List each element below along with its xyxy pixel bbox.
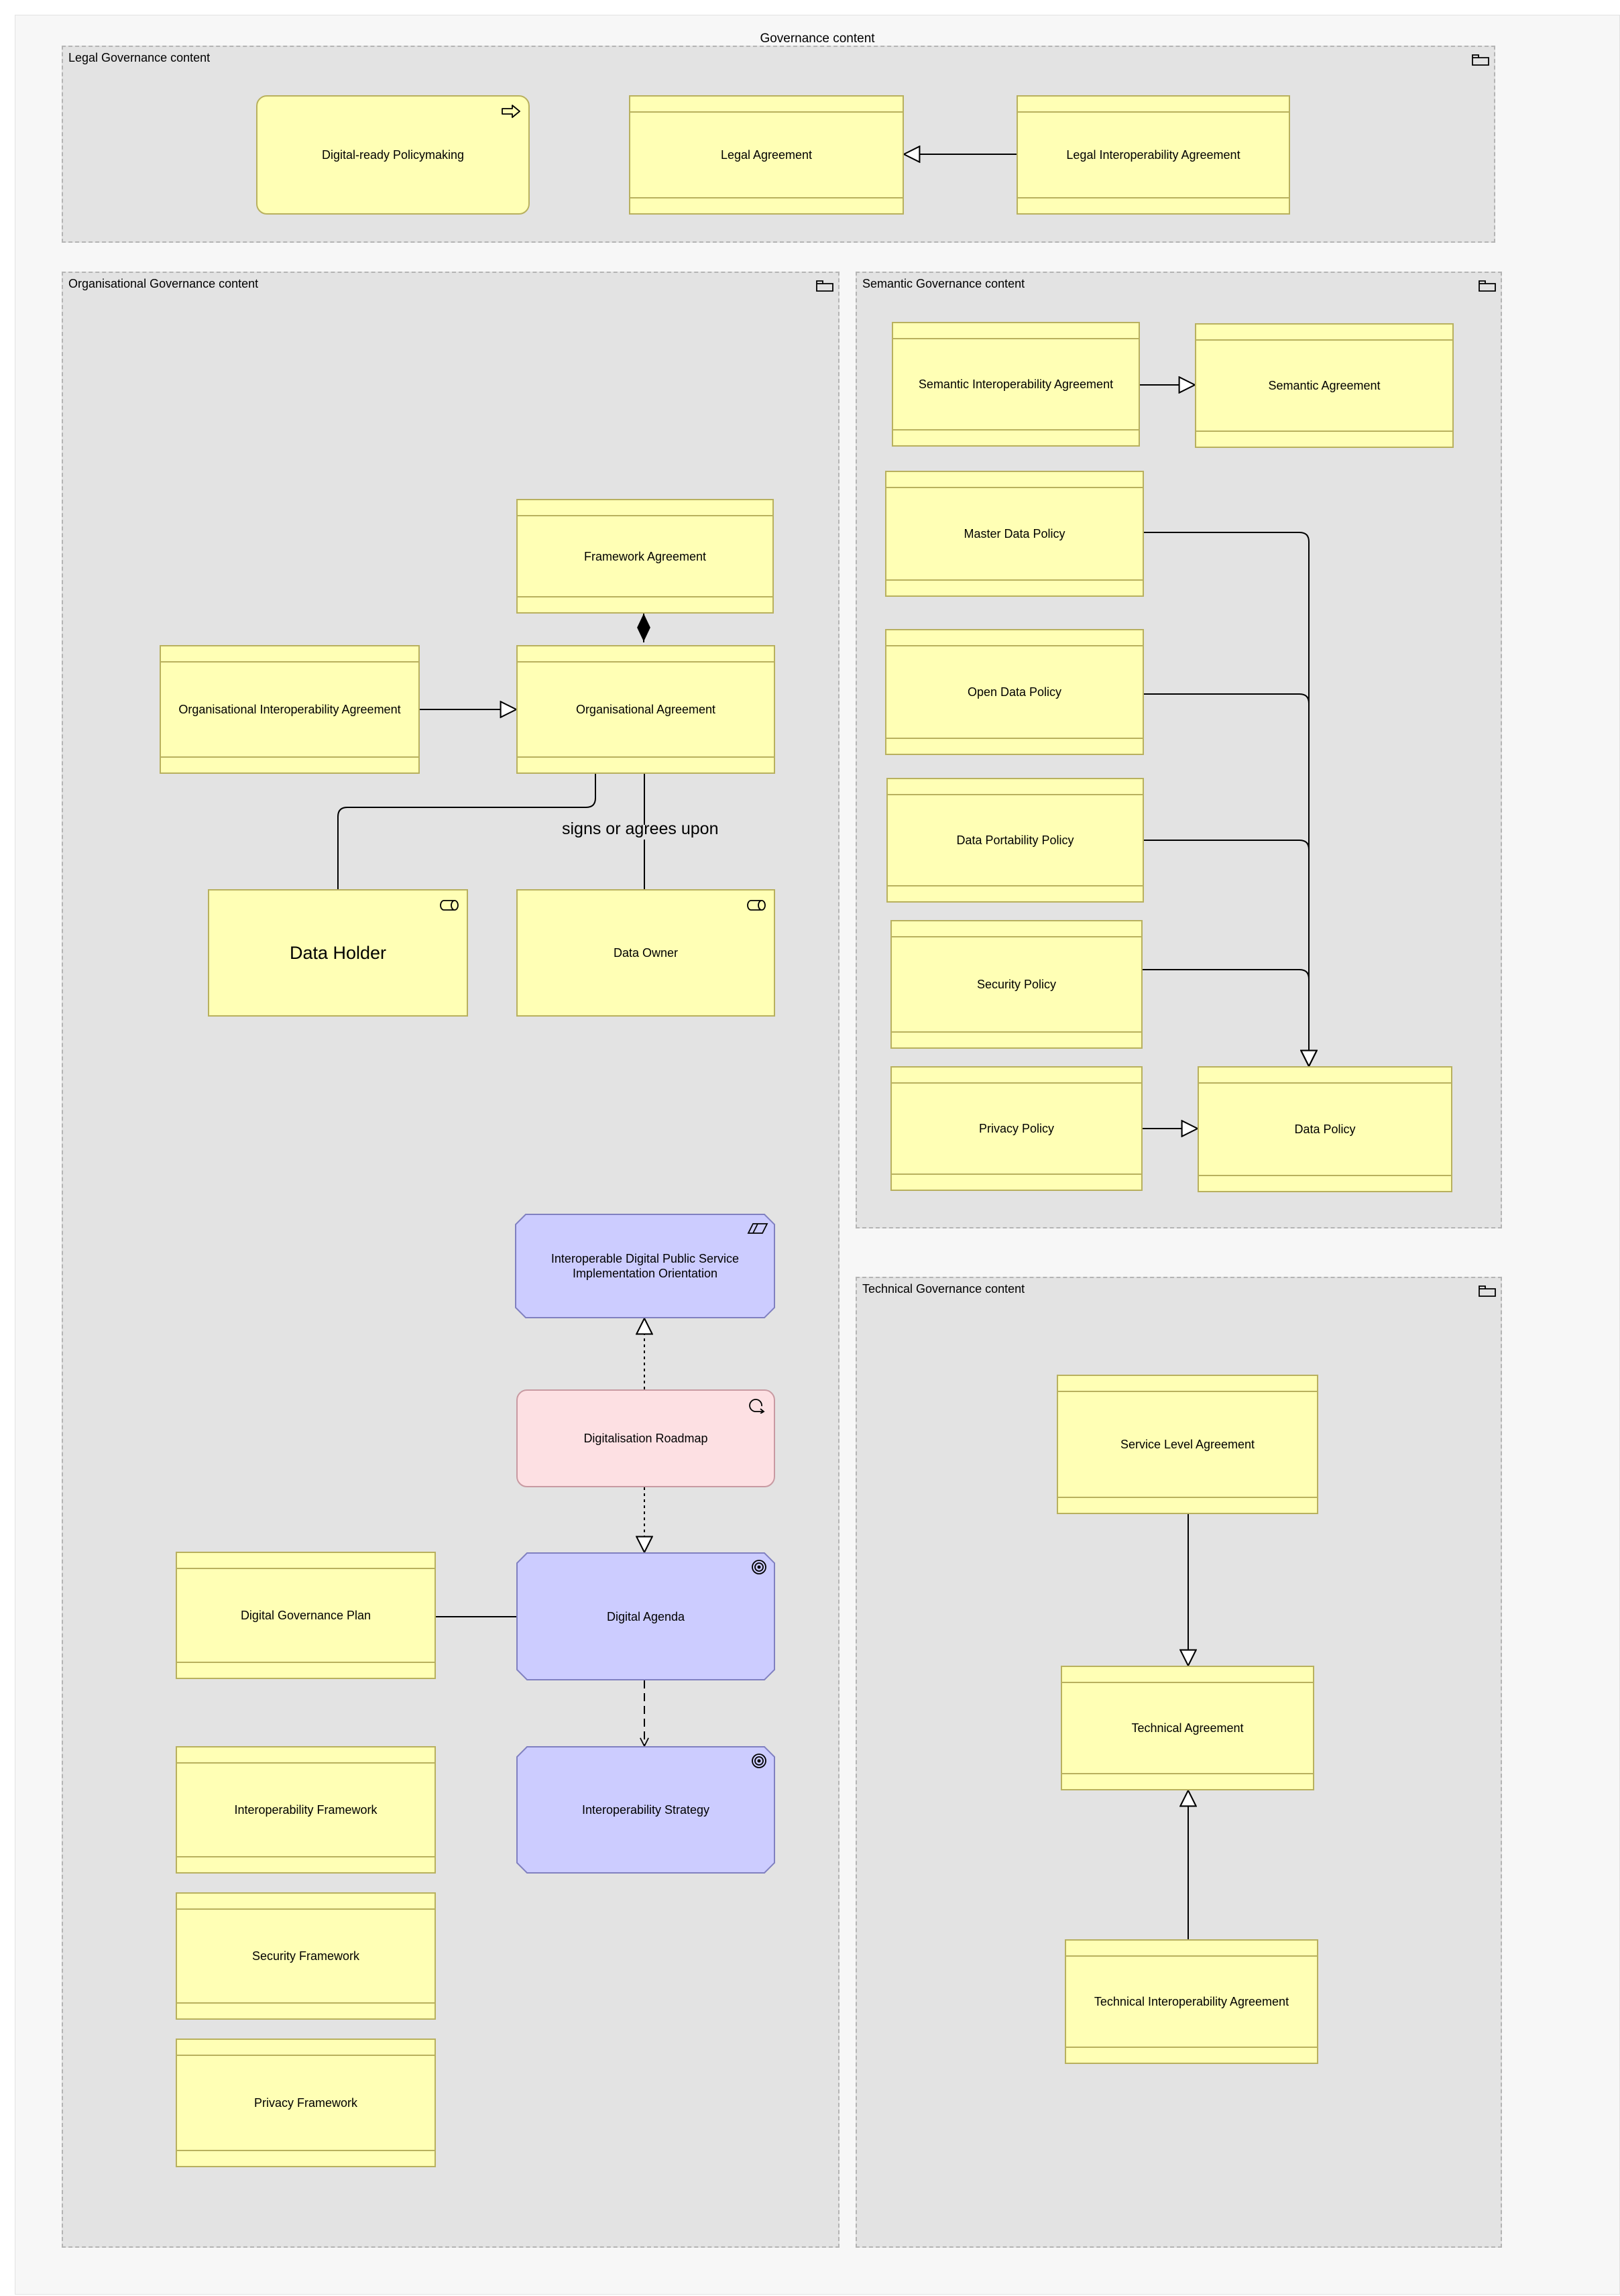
node-technical-interoperability-agreement[interactable]: Technical Interoperability Agreement xyxy=(1065,1939,1318,2064)
folder-icon xyxy=(1479,280,1496,292)
node-data-policy[interactable]: Data Policy xyxy=(1198,1066,1452,1192)
node-label: Interoperable Digital Public Service Imp… xyxy=(551,1252,740,1280)
parallelogram-icon xyxy=(747,1223,768,1234)
circular-arrow-icon xyxy=(749,1399,765,1414)
node-label: Technical Interoperability Agreement xyxy=(1094,1995,1289,2008)
node-digital-agenda[interactable]: Digital Agenda xyxy=(516,1552,775,1680)
cylinder-role-icon xyxy=(440,900,459,911)
node-legal-agreement[interactable]: Legal Agreement xyxy=(629,95,904,215)
node-label: Master Data Policy xyxy=(964,527,1065,540)
node-open-data-policy[interactable]: Open Data Policy xyxy=(885,629,1144,755)
node-semantic-agreement[interactable]: Semantic Agreement xyxy=(1195,323,1454,448)
folder-icon xyxy=(1472,54,1489,66)
node-label: Privacy Framework xyxy=(253,2096,358,2110)
node-data-portability-policy[interactable]: Data Portability Policy xyxy=(886,778,1144,903)
node-data-owner[interactable]: Data Owner xyxy=(516,889,775,1017)
folder-icon xyxy=(1479,1285,1496,1297)
edge-data-portability-policy xyxy=(1144,840,1309,1066)
node-security-framework[interactable]: Security Framework xyxy=(176,1892,436,2020)
node-label: Semantic Agreement xyxy=(1268,379,1381,392)
node-service-level-agreement[interactable]: Service Level Agreement xyxy=(1057,1375,1318,1514)
node-organisational-agreement[interactable]: Organisational Agreement xyxy=(516,645,775,774)
node-label: Digitalisation Roadmap xyxy=(583,1432,708,1445)
edge-master-data-policy xyxy=(1144,532,1309,1066)
octagon-shape xyxy=(515,1214,775,1318)
folder-icon xyxy=(816,280,833,292)
edge-open-data-policy xyxy=(1144,693,1309,1066)
node-label: Data Owner xyxy=(613,946,679,960)
governance-content-title: Governance content xyxy=(760,32,875,46)
node-label: Framework Agreement xyxy=(583,549,707,563)
octagon-shape xyxy=(516,1552,775,1680)
node-label: Data Policy xyxy=(1294,1123,1356,1136)
node-interoperability-framework[interactable]: Interoperability Framework xyxy=(176,1746,436,1874)
node-security-policy[interactable]: Security Policy xyxy=(890,920,1143,1049)
node-data-holder[interactable]: Data Holder xyxy=(208,889,468,1017)
node-technical-agreement[interactable]: Technical Agreement xyxy=(1061,1666,1314,1790)
organisational-governance-title: Organisational Governance content xyxy=(68,277,259,290)
edge-label-signs-or-agrees-upon: signs or agrees upon xyxy=(562,819,719,838)
node-label: Technical Agreement xyxy=(1131,1721,1244,1735)
target-icon xyxy=(752,1754,766,1768)
node-framework-agreement[interactable]: Framework Agreement xyxy=(516,499,774,614)
node-privacy-policy[interactable]: Privacy Policy xyxy=(890,1066,1143,1191)
node-label: Digital Governance Plan xyxy=(240,1609,371,1622)
cylinder-role-icon xyxy=(747,900,766,911)
edge-data-holder xyxy=(337,774,596,889)
node-organisational-interoperability-agreement[interactable]: Organisational Interoperability Agreemen… xyxy=(160,645,420,774)
arrow-right-icon xyxy=(502,105,520,118)
node-label: Organisational Interoperability Agreemen… xyxy=(178,703,401,716)
octagon-shape xyxy=(516,1746,775,1874)
node-interoperability-strategy[interactable]: Interoperability Strategy xyxy=(516,1746,775,1874)
node-label: Privacy Policy xyxy=(978,1122,1055,1135)
node-label: Open Data Policy xyxy=(967,685,1062,699)
node-digitalisation-roadmap[interactable]: Digitalisation Roadmap xyxy=(516,1389,775,1487)
node-label: Legal Interoperability Agreement xyxy=(1066,148,1240,162)
node-label: Digital-ready Policymaking xyxy=(321,148,465,162)
node-label: Security Policy xyxy=(976,978,1057,991)
edge-security-policy xyxy=(1143,969,1309,1066)
target-icon xyxy=(752,1560,766,1574)
node-semantic-interoperability-agreement[interactable]: Semantic Interoperability Agreement xyxy=(892,322,1140,447)
node-privacy-framework[interactable]: Privacy Framework xyxy=(176,2039,436,2167)
node-label: Organisational Agreement xyxy=(575,703,716,716)
node-label: Legal Agreement xyxy=(720,148,813,162)
node-legal-interoperability-agreement[interactable]: Legal Interoperability Agreement xyxy=(1017,95,1290,215)
node-digital-ready-policymaking[interactable]: Digital-ready Policymaking xyxy=(256,95,530,215)
node-label: Semantic Interoperability Agreement xyxy=(918,378,1114,391)
node-label: Data Portability Policy xyxy=(956,834,1074,847)
node-label: Interoperability Strategy xyxy=(581,1803,710,1817)
node-digital-governance-plan[interactable]: Digital Governance Plan xyxy=(176,1552,436,1679)
semantic-governance-title: Semantic Governance content xyxy=(862,277,1025,290)
node-label: Interoperability Framework xyxy=(234,1803,378,1817)
node-label: Security Framework xyxy=(251,1949,360,1963)
legal-governance-title: Legal Governance content xyxy=(68,51,211,64)
technical-governance-title: Technical Governance content xyxy=(862,1282,1025,1296)
node-master-data-policy[interactable]: Master Data Policy xyxy=(885,471,1144,597)
node-interoperable-orientation[interactable]: Interoperable Digital Public Service Imp… xyxy=(515,1214,775,1318)
node-label: Service Level Agreement xyxy=(1120,1438,1255,1451)
node-label: Data Holder xyxy=(289,943,387,963)
node-label: Digital Agenda xyxy=(606,1609,685,1623)
